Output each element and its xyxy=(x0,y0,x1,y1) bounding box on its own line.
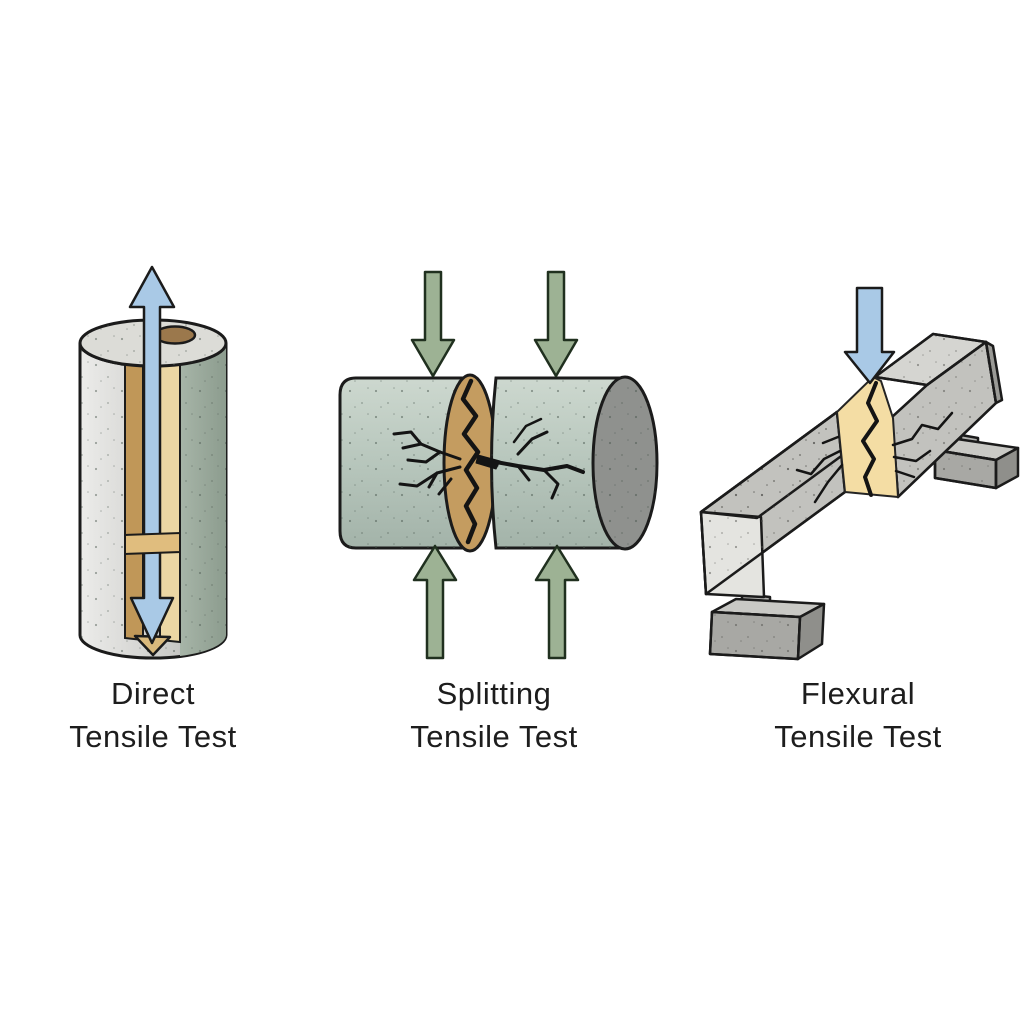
splitting-tensile-diagram xyxy=(338,270,659,660)
load-arrow-icon xyxy=(843,286,896,385)
caption-line: Flexural xyxy=(800,676,916,711)
caption-line: Tensile Test xyxy=(410,719,578,754)
flexural-tensile-caption: Flexural Tensile Test xyxy=(728,672,988,758)
crack-pattern xyxy=(392,378,585,545)
flexural-tensile-panel xyxy=(680,255,1024,675)
down-force-arrow-icon xyxy=(410,270,456,378)
direct-tensile-panel xyxy=(40,255,280,675)
direct-tensile-diagram xyxy=(78,265,228,660)
caption-line: Tensile Test xyxy=(69,719,237,754)
caption-line: Splitting xyxy=(436,676,552,711)
compression-arrows xyxy=(410,270,580,660)
crack-pattern xyxy=(795,381,954,504)
direct-tensile-caption: Direct Tensile Test xyxy=(23,672,283,758)
right-support-block xyxy=(933,433,1020,490)
left-support-block xyxy=(708,592,826,661)
caption-line: Tensile Test xyxy=(774,719,942,754)
specimen-mid-bridge xyxy=(124,531,181,556)
tension-arrow-icon xyxy=(128,265,176,645)
splitting-tensile-panel xyxy=(320,255,680,675)
down-force-arrow-icon xyxy=(533,270,579,378)
up-force-arrow-icon xyxy=(412,544,458,660)
flexural-tensile-diagram xyxy=(699,286,1020,661)
up-force-arrow-icon xyxy=(534,544,580,660)
caption-line: Direct xyxy=(111,676,195,711)
split-cylinder-specimen xyxy=(338,373,659,553)
splitting-tensile-caption: Splitting Tensile Test xyxy=(364,672,624,758)
